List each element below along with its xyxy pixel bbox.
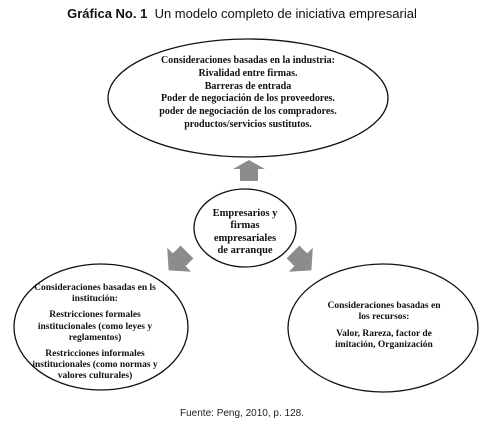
figure-title: Gráfica No. 1 Un modelo completo de inic… (0, 6, 484, 21)
figure-caption: Un modelo completo de iniciativa empresa… (154, 6, 417, 21)
resources-heading-line-2: los recursos: (358, 312, 410, 323)
industry-ellipse (107, 38, 389, 158)
institution-formal-line-1: Restricciones formales (49, 310, 141, 321)
industry-heading: Consideraciones basadas en la industria: (161, 55, 335, 66)
arrow-to-resources (286, 245, 313, 272)
institution-ellipse (13, 263, 189, 391)
institution-informal-line-3: valores culturales) (57, 371, 133, 382)
institution-informal-line-1: Restricciones informales (45, 349, 145, 360)
industry-item-substitutes: productos/servicios sustitutos. (184, 118, 312, 130)
center-line-4: de arranque (217, 245, 273, 257)
resources-body-line-2: imitación, Organización (335, 340, 433, 351)
industry-considerations-text: Consideraciones basadas en la industria:… (138, 55, 358, 132)
source-citation: Fuente: Peng, 2010, p. 128. (180, 408, 304, 419)
industry-item-supplier-power: Poder de negociación de los proveedores. (161, 93, 335, 105)
industry-item-buyer-power: poder de negociación de los compradores. (159, 106, 337, 118)
resources-body-line-1: Valor, Rareza, factor de (336, 328, 432, 339)
industry-item-barriers: Barreras de entrada (204, 80, 292, 92)
center-line-3: empresariales (213, 232, 277, 244)
resources-heading-line-1: Consideraciones basadas en (327, 301, 441, 311)
figure-number: Gráfica No. 1 (67, 6, 148, 21)
institution-formal-line-3: reglamentos) (68, 332, 122, 343)
resources-ellipse (287, 263, 479, 393)
arrow-up-to-industry (233, 160, 265, 181)
arrow-to-institution (167, 245, 194, 272)
resources-considerations-text: Consideraciones basadas en los recursos:… (310, 301, 458, 352)
center-ellipse (193, 188, 297, 268)
industry-item-rivalry: Rivalidad entre firmas. (198, 67, 298, 79)
institution-heading-line-1: Consideraciones basadas en ls (34, 283, 156, 293)
institution-considerations-text: Consideraciones basadas en ls institució… (20, 283, 170, 383)
institution-formal-line-2: institucionales (como leyes y (37, 321, 153, 332)
institution-informal-line-2: institucionales (como normas y (32, 360, 158, 371)
center-entrepreneurs-text: Empresarios y firmas empresariales de ar… (200, 208, 290, 258)
center-line-2: firmas (230, 220, 260, 232)
center-line-1: Empresarios y (212, 208, 278, 219)
institution-heading-line-2: institución: (72, 294, 118, 305)
